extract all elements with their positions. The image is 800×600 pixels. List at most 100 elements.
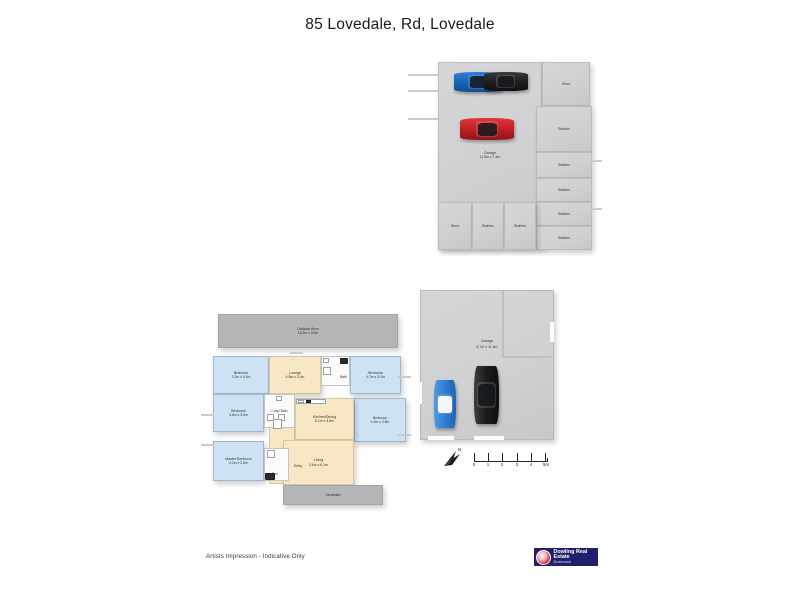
upper-shed-plan: Garage 11.6m x 7.6m Store Stables Stable… bbox=[408, 56, 602, 252]
upper-right-room-1: Stables bbox=[536, 106, 592, 152]
scale-tick bbox=[531, 453, 532, 461]
laundry-tub-fixture bbox=[267, 414, 274, 421]
room-label: Stables bbox=[557, 235, 571, 240]
scale-tick-label: 2 bbox=[500, 462, 504, 467]
kitchen-sink-fixture bbox=[298, 400, 304, 403]
door-stub bbox=[408, 90, 438, 92]
upper-bottom-room-1: Stables bbox=[472, 202, 504, 250]
partition-wall bbox=[502, 290, 504, 358]
room-label: Bedroom bbox=[372, 415, 388, 420]
logo-name: Dowling Real Estate bbox=[553, 548, 588, 561]
bedroom-room-3: Bedroom 4.7m x 3.2m bbox=[350, 356, 401, 394]
upper-bottom-room-0: Store bbox=[438, 202, 472, 250]
bedroom-room-4: Bedroom 4.3m x 3.8m bbox=[354, 398, 406, 442]
room-label: Master Bedroom bbox=[225, 456, 252, 461]
car-red-upper bbox=[460, 118, 514, 140]
upper-bottom-room-2: Stables bbox=[504, 202, 536, 250]
room-dims: 4.2m x 3.6m bbox=[229, 461, 248, 466]
upper-right-room-3: Stables bbox=[536, 178, 592, 202]
room-dims: 4.5m x 3.2m bbox=[285, 375, 305, 380]
master-bedroom-room: Master Bedroom 4.2m x 3.6m bbox=[213, 441, 264, 481]
scale-tick-label: 3 bbox=[515, 462, 519, 467]
room-label: Bedroom bbox=[233, 370, 249, 375]
room-label: Stables bbox=[481, 223, 495, 228]
north-label: N bbox=[458, 447, 462, 452]
entry-area: Entry bbox=[286, 460, 310, 472]
logo-sub: Greenock bbox=[553, 559, 572, 564]
room-label: Bedroom bbox=[231, 408, 246, 413]
scale-tick-label: 1 bbox=[486, 462, 490, 467]
room-dims: 4.3m x 3.8m bbox=[370, 420, 390, 425]
garage-door-opening bbox=[474, 436, 504, 440]
bedroom-room-1: Bedroom 3.6m x 3.6m bbox=[213, 394, 264, 432]
outdoor-label: Outdoor Area bbox=[297, 326, 319, 331]
door-stub bbox=[408, 74, 438, 76]
car-blue-lower bbox=[434, 380, 456, 428]
verandah-room: Verandah bbox=[283, 485, 383, 505]
fridge-fixture bbox=[273, 419, 282, 429]
lounge-room: Lounge 4.5m x 3.2m bbox=[269, 356, 321, 394]
cooktop-fixture bbox=[306, 400, 311, 403]
kitchen-dining-room: Kitchen/Dining 5.1m x 3.6m bbox=[295, 398, 354, 440]
upper-right-room-4: Stables bbox=[536, 202, 592, 226]
room-dims: 3.6m x 3.6m bbox=[229, 413, 248, 418]
wc-fixture bbox=[276, 396, 282, 401]
logo-text: Dowling Real Estate Greenock bbox=[553, 548, 599, 565]
door-stub bbox=[398, 434, 411, 436]
room-label: Bath bbox=[340, 374, 347, 379]
upper-garage-dims: 11.6m x 7.6m bbox=[479, 155, 501, 160]
basin-fixture bbox=[323, 367, 331, 375]
room-label: Stables bbox=[557, 211, 571, 216]
upper-right-room-2: Stables bbox=[536, 152, 592, 178]
bedroom-room-0: Bedroom 3.2m x 4.1m bbox=[213, 356, 269, 394]
garage-door-opening bbox=[428, 436, 454, 440]
page-title: 85 Lovedale, Rd, Lovedale bbox=[305, 16, 495, 33]
scale-tick bbox=[517, 453, 518, 461]
north-arrow-icon bbox=[444, 451, 460, 466]
scale-bar: 0 1 2 3 4 5m bbox=[472, 450, 550, 470]
car-black-upper bbox=[484, 72, 528, 91]
living-room: Living 3.6m x 6.1m bbox=[283, 440, 354, 485]
toilet-fixture bbox=[323, 358, 329, 363]
room-label: Stables bbox=[557, 162, 571, 167]
outdoor-area-room: Outdoor Area 16.3m x 3.0m bbox=[218, 314, 398, 348]
door-stub bbox=[588, 160, 602, 162]
house-plan: Outdoor Area 16.3m x 3.0m Bedroom 3.2m x… bbox=[201, 314, 411, 506]
lower-garage-dims: 8.7m x 11.6m bbox=[476, 345, 498, 349]
door-stub bbox=[201, 414, 214, 416]
room-dims: 3.2m x 4.1m bbox=[231, 375, 251, 380]
room-label: Store bbox=[450, 223, 460, 228]
scale-tick bbox=[488, 453, 489, 461]
room-label: Stables bbox=[557, 126, 571, 131]
room-label: Stables bbox=[557, 187, 571, 192]
lower-shed-plan: Garage 8.7m x 11.6m bbox=[418, 288, 558, 443]
scale-tick bbox=[474, 453, 475, 461]
room-label: Kitchen/Dining bbox=[312, 414, 337, 419]
door-stub bbox=[201, 444, 214, 446]
stove-fixture bbox=[265, 473, 275, 480]
agency-logo: Dowling Real Estate Greenock bbox=[534, 548, 598, 566]
kitchen-bench-fixture bbox=[296, 399, 326, 404]
upper-right-room-5: Stables bbox=[536, 226, 592, 250]
room-label: Lounge bbox=[289, 370, 301, 375]
scale-tick-label: 5m bbox=[542, 462, 550, 467]
door-stub bbox=[398, 376, 411, 378]
scale-tick bbox=[502, 453, 503, 461]
bath-tub-fixture bbox=[340, 358, 348, 364]
north-arrow: N bbox=[440, 447, 464, 468]
door-stub bbox=[588, 208, 602, 210]
lower-garage-label: Garage bbox=[480, 339, 494, 343]
partition-wall bbox=[502, 356, 554, 358]
ensuite-shower-fixture bbox=[267, 450, 275, 458]
room-label: Bedroom bbox=[368, 370, 383, 375]
scale-tick-label: 0 bbox=[472, 462, 476, 467]
verandah-label: Verandah bbox=[325, 492, 341, 497]
scale-tick-label: 4 bbox=[529, 462, 533, 467]
logo-mark-icon bbox=[536, 549, 551, 565]
door-stub bbox=[408, 118, 438, 120]
scale-tick bbox=[545, 453, 546, 461]
upper-garage-label: Garage bbox=[483, 150, 497, 155]
disclaimer-text: Artists Impression - Indicative Only bbox=[206, 553, 305, 560]
room-label: Living bbox=[313, 458, 324, 463]
car-black-lower bbox=[474, 366, 499, 424]
